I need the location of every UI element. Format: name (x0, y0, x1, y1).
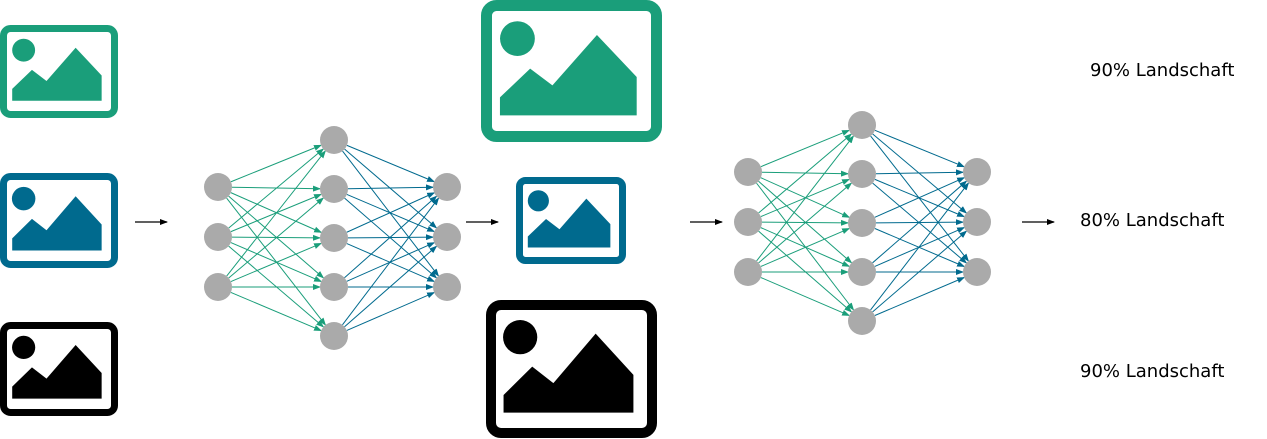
network-node-layer-2 (848, 258, 876, 286)
network-connection (228, 197, 325, 279)
network-node-layer-3 (963, 258, 991, 286)
network-node-layer-2 (848, 160, 876, 188)
network-node-layer-1 (734, 158, 762, 186)
network-node-layer-3 (963, 158, 991, 186)
image-icon-green (0, 25, 118, 118)
network-connection (870, 182, 970, 311)
network-connection (760, 277, 851, 316)
network-node-layer-2 (320, 175, 348, 203)
image-icon-black (0, 322, 118, 416)
network-connection (756, 135, 855, 262)
network-connection (230, 291, 323, 332)
network-node-layer-2 (320, 126, 348, 154)
sun-circle (500, 21, 535, 57)
mountain-shape (12, 196, 102, 251)
sun-circle (11, 186, 36, 211)
network-connection (758, 133, 853, 214)
network-connection (874, 177, 966, 218)
mountain-shape (12, 345, 102, 399)
mountain-shape (527, 198, 611, 248)
network-connection (344, 195, 438, 279)
network-connection (875, 169, 965, 176)
sun-circle (12, 335, 36, 359)
result-label-1: 90% Landschaft (1090, 60, 1235, 81)
network-node-layer-2 (848, 209, 876, 237)
network-connection (346, 192, 436, 233)
sun-circle (503, 320, 538, 355)
result-label-2: 80% Landschaft (1080, 210, 1225, 231)
network-node-layer-3 (433, 273, 461, 301)
sun-circle (527, 190, 549, 212)
network-connection (760, 228, 851, 267)
network-node-layer-1 (204, 173, 232, 201)
network-connection (344, 245, 438, 328)
network-node-layer-1 (734, 258, 762, 286)
mountain-shape (503, 333, 634, 413)
network-node-layer-2 (320, 273, 348, 301)
network-node-layer-1 (204, 273, 232, 301)
network-node-layer-3 (433, 173, 461, 201)
network-node-layer-3 (433, 223, 461, 251)
network-node-layer-2 (848, 307, 876, 335)
sun-circle (12, 38, 36, 62)
network-node-layer-2 (320, 224, 348, 252)
network-node-layer-3 (963, 208, 991, 236)
result-label-3: 90% Landschaft (1080, 361, 1225, 382)
neural-network-1 (204, 126, 461, 350)
network-node-layer-1 (204, 223, 232, 251)
network-connection (346, 292, 436, 331)
network-connection (347, 184, 435, 191)
network-connection (228, 148, 325, 229)
network-node-layer-2 (848, 111, 876, 139)
input-images (0, 25, 118, 416)
network-connection (872, 230, 968, 313)
network-node-layer-2 (320, 322, 348, 350)
network-connection (874, 129, 965, 168)
mountain-shape (12, 47, 102, 101)
network-connection (342, 197, 440, 326)
neural-network-2 (734, 111, 991, 335)
image-icon-green-large (481, 0, 662, 142)
weighted-images (481, 0, 662, 438)
network-node-layer-1 (734, 208, 762, 236)
image-icon-blue-small (516, 177, 626, 264)
network-connection (230, 242, 323, 283)
image-icon-black-large (486, 300, 657, 438)
network-connection (346, 144, 435, 183)
mountain-shape (499, 35, 637, 116)
network-connection (230, 144, 322, 183)
image-icon-blue (0, 173, 118, 268)
network-connection (758, 182, 853, 264)
network-connection (872, 180, 968, 264)
network-connection (874, 277, 966, 316)
network-connection (760, 129, 850, 168)
network-connection (226, 150, 326, 277)
